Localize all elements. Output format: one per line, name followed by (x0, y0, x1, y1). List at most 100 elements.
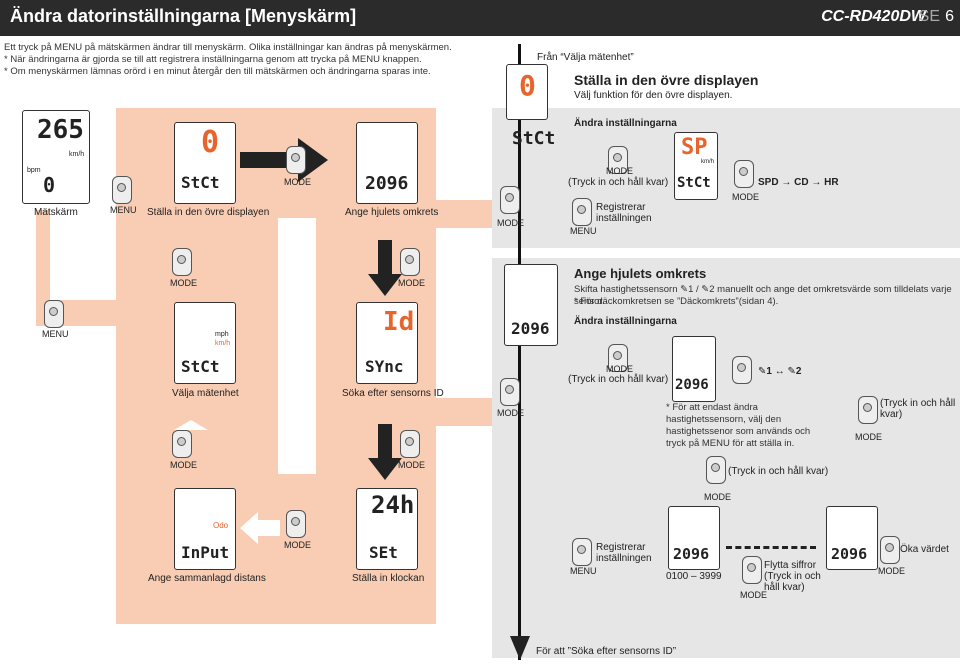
wheel-panel-lcd: 2096 (504, 264, 558, 346)
lcd-stct-2: StCt (181, 357, 220, 376)
lcd-odo: Odo (213, 521, 229, 530)
upper-mode-label: MODE (606, 166, 633, 176)
lcd-sync: SYnc (365, 357, 404, 376)
upper-change-label: Ändra inställningarna (574, 118, 677, 129)
mode-label-2: MODE (170, 278, 197, 288)
wheel-desc: Skifta hastighetssensorn ✎1 / ✎2 manuell… (574, 284, 952, 307)
wheel-menu-label-2: MENU (570, 566, 597, 576)
label-clock: Ställa in klockan (352, 573, 425, 584)
wheel-change-label: Ändra inställningarna (574, 316, 677, 327)
wheel-hold-label-2: (Tryck in och håll kvar) (880, 398, 956, 420)
wheel-mode-button-2[interactable] (858, 396, 878, 424)
model-name: CC-RD420DW (821, 8, 926, 25)
wheel-heading: Ange hjulets omkrets (574, 266, 707, 281)
distance-lcd: Odo InPut (174, 488, 236, 570)
arrow-right-icon (240, 138, 328, 182)
edit-lcd-2-circ: 2096 (831, 545, 868, 563)
arrow-up-icon (174, 420, 208, 430)
label-measurement-screen: Mätskärm (34, 207, 78, 218)
move-digit-button[interactable] (742, 556, 762, 584)
upper-menu-label: MENU (570, 226, 597, 236)
increase-button[interactable] (880, 536, 900, 564)
page-number: 6 (945, 8, 954, 25)
mode-button-1[interactable] (286, 146, 306, 174)
wheel-mode-button-3[interactable] (706, 456, 726, 484)
wheel-hold-label: (Tryck in och håll kvar) (568, 374, 669, 385)
wheel-mode-label: MODE (606, 364, 633, 374)
upper-display-lcd: 0 StCt (174, 122, 236, 204)
title-bar: Ändra datorinställningarna [Menyskärm] C… (0, 0, 960, 36)
mode-button-2[interactable] (172, 248, 192, 276)
upper-sp-lcd: SP km/h StCt (674, 132, 718, 200)
label-total-distance: Ange sammanlagd distans (148, 573, 266, 584)
upper-mode-button[interactable] (608, 146, 628, 174)
lcd-big-zero: 0 (201, 125, 220, 160)
lcd-hr: 0 (43, 173, 56, 197)
upper-mode-button-2[interactable] (734, 160, 754, 188)
mode-button-6[interactable] (286, 510, 306, 538)
back-arrow-stem (36, 210, 50, 300)
arrow-left-icon (240, 512, 280, 544)
label-upper-display: Ställa in den övre displayen (147, 207, 270, 218)
wheel-left-mode-label: MODE (497, 408, 524, 418)
mode-button-5[interactable] (400, 430, 420, 458)
upper-menu-button[interactable] (572, 198, 592, 226)
label-sensor-id: Söka efter sensorns ID (342, 388, 444, 399)
lcd-speed: 265 (37, 115, 84, 145)
label-unit: Välja mätenhet (172, 388, 239, 399)
right-connector-top (436, 200, 492, 228)
measurement-lcd: 265 km/h bpm 0 (22, 110, 90, 204)
mode-label-6: MODE (284, 540, 311, 550)
lcd-bpm: bpm (27, 167, 41, 174)
upper-mode-label-2: MODE (732, 192, 759, 202)
edit-lcd-1: 2096 (668, 506, 720, 570)
lcd-id: Id (383, 307, 415, 337)
mode-button-3[interactable] (400, 248, 420, 276)
upper-display-panel (492, 108, 960, 248)
to-sensor-label: För att ”Söka efter sensorns ID” (536, 646, 677, 657)
vertical-flow-line (518, 44, 521, 660)
page-title: Ändra datorinställningarna [Menyskärm] (10, 6, 357, 26)
arrow-down-icon-1 (368, 240, 402, 296)
wheel-move-digits: Flytta siffror (Tryck in och håll kvar) (764, 560, 821, 593)
right-connector-bottom (436, 398, 492, 426)
upper-heading: Ställa in den övre displayen (574, 72, 759, 88)
wheel-mode-label-3: MODE (704, 492, 731, 502)
wheel-menu-button[interactable] (732, 356, 752, 384)
wheel-increase: Öka värdet (900, 544, 949, 555)
mode-button-4[interactable] (172, 430, 192, 458)
from-lcd: 0 (506, 64, 548, 120)
lcd-set: SEt (369, 543, 398, 562)
wheel-sensor-toggle: ✎1 ↔ ✎2 (758, 366, 802, 377)
upper-left-mode-button[interactable] (500, 186, 520, 214)
wheel-mode-label-2: MODE (855, 432, 882, 442)
menu-button-1[interactable] (112, 176, 132, 204)
wheel-register-label: Registrerar inställningen (596, 542, 652, 564)
lcd-sp: SP (681, 135, 708, 160)
clock-lcd: 24h SEt (356, 488, 418, 570)
upper-register-label: Registrerar inställningen (596, 202, 652, 224)
lcd-kmh: km/h (215, 340, 231, 347)
wheel-mid-lcd-circ: 2096 (675, 377, 709, 393)
wheel-mid-lcd: 2096 (672, 336, 716, 402)
mode-label-3: MODE (398, 278, 425, 288)
wheel-panel-lcd-circ: 2096 (511, 319, 550, 338)
lcd-clock: 24h (371, 491, 415, 519)
dashed-arrow (726, 546, 816, 549)
wheel-left-mode-button[interactable] (500, 378, 520, 406)
model-suffix: SE (918, 8, 940, 25)
menu-button-back[interactable] (44, 300, 64, 328)
mode-label-5: MODE (398, 460, 425, 470)
upper-hold-label: (Tryck in och håll kvar) (568, 177, 669, 188)
move-digit-mode-label: MODE (740, 590, 767, 600)
arrow-down-icon-2 (368, 424, 402, 480)
wheel-lcd: 2096 (356, 122, 418, 204)
edit-lcd-1-circ: 2096 (673, 545, 710, 563)
lcd-sp-kmh: km/h (701, 159, 715, 165)
label-wheel: Ange hjulets omkrets (345, 207, 439, 218)
lcd-mph: mph (215, 331, 229, 338)
wheel-mode-button[interactable] (608, 344, 628, 372)
wheel-note-tire: * För däckomkretsen se ”Däckomkrets”(sid… (574, 296, 779, 307)
unit-lcd: mph km/h StCt (174, 302, 236, 384)
wheel-menu-button-2[interactable] (572, 538, 592, 566)
